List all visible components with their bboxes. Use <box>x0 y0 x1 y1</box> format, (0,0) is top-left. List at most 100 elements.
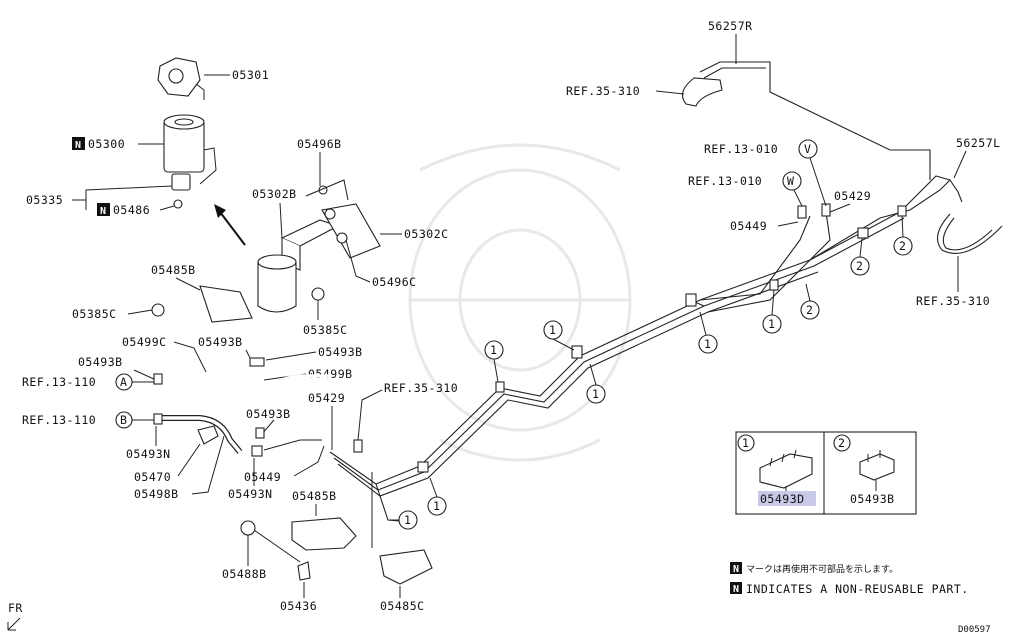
callout-2 <box>850 237 870 276</box>
mounting-bracket-rear <box>379 549 433 585</box>
label-05493n-b: 05493N <box>228 487 273 501</box>
note-japanese: マークは再使用不可部品を示します。 <box>746 563 898 575</box>
front-arrow-icon <box>7 617 21 631</box>
highlight <box>758 491 816 506</box>
label-05493b-b: 05493B <box>318 345 363 359</box>
label-ref-35-310-top: REF.35-310 <box>566 84 640 98</box>
fuel-filter-cartridge <box>163 114 217 185</box>
svg-text:N: N <box>733 584 739 595</box>
label-ref-13-010-v: REF.13-010 <box>704 142 778 156</box>
label-05485b-bot: 05485B <box>292 489 337 503</box>
svg-text:1: 1 <box>704 337 711 351</box>
label-05436: 05436 <box>280 599 317 613</box>
svg-text:V: V <box>804 142 811 156</box>
label-ref-13-110-a: REF.13-110 <box>22 375 96 389</box>
svg-text:1: 1 <box>490 343 497 357</box>
label-05449-mid: 05449 <box>244 470 281 484</box>
label-05499c: 05499C <box>122 335 167 349</box>
label-05486: 05486 <box>113 203 150 217</box>
svg-text:B: B <box>120 413 127 427</box>
label-ref-35-310-mid: REF.35-310 <box>384 381 458 395</box>
callout-1 <box>390 510 418 530</box>
clip-05493d-icon <box>759 449 813 489</box>
label-56257r: 56257R <box>708 19 753 33</box>
label-05429-right: 05429 <box>834 189 871 203</box>
label-05488b: 05488B <box>222 567 267 581</box>
svg-text:N: N <box>733 564 739 575</box>
clip-legend-box: 1 05493D 2 05493B <box>735 431 917 515</box>
label-05301: 05301 <box>232 68 269 82</box>
svg-text:2: 2 <box>806 303 813 317</box>
label-05493b-d: 05493B <box>246 407 291 421</box>
svg-text:2: 2 <box>899 239 906 253</box>
label-05499b: 05499B <box>308 367 353 381</box>
non-reusable-marker <box>97 203 110 216</box>
return-line-top <box>681 61 931 180</box>
callout-1 <box>484 340 504 383</box>
callout-1 <box>543 320 575 351</box>
svg-text:N: N <box>75 140 81 151</box>
mounting-bracket-lower <box>291 517 357 551</box>
direction-arrow <box>214 204 246 246</box>
callout-2 <box>893 215 913 256</box>
label-05470: 05470 <box>134 470 171 484</box>
label-05493b-a: 05493B <box>198 335 243 349</box>
label-05449-right: 05449 <box>730 219 767 233</box>
grommet <box>240 520 256 536</box>
label-ref-35-310-right: REF.35-310 <box>916 294 990 308</box>
label-ref-13-110-b: REF.13-110 <box>22 413 96 427</box>
label-fr: FR <box>8 601 23 615</box>
diagram-code: D00597 <box>958 625 991 635</box>
filter-bracket <box>280 203 381 271</box>
callout-2 <box>800 283 820 320</box>
label-05300: 05300 <box>88 137 125 151</box>
hose-ref-35-310-right <box>936 213 1003 254</box>
callout-1 <box>698 311 718 354</box>
water-sensor <box>171 173 191 209</box>
label-05429-mid: 05429 <box>308 391 345 405</box>
watermark-emblem <box>408 143 632 462</box>
label-05485c: 05485C <box>380 599 425 613</box>
svg-text:1: 1 <box>592 387 599 401</box>
svg-text:1: 1 <box>549 323 556 337</box>
non-reusable-marker <box>72 137 85 150</box>
callout-1 <box>762 289 782 334</box>
legend-item2-part: 05493B <box>850 492 895 506</box>
label-05496b: 05496B <box>297 137 342 151</box>
svg-text:W: W <box>787 174 794 188</box>
svg-text:1: 1 <box>404 513 411 527</box>
svg-text:1: 1 <box>433 499 440 513</box>
svg-text:N: N <box>100 206 106 217</box>
label-ref-13-010-w: REF.13-010 <box>688 174 762 188</box>
callout-1 <box>427 477 447 516</box>
label-05335: 05335 <box>26 193 63 207</box>
fuel-filter-head <box>157 57 205 100</box>
filter-housing <box>257 254 297 313</box>
callout-1 <box>586 363 606 404</box>
svg-text:2: 2 <box>856 259 863 273</box>
svg-text:1: 1 <box>768 317 775 331</box>
label-05385c-right: 05385C <box>303 323 348 337</box>
callout-v <box>798 139 818 159</box>
label-05302b: 05302B <box>252 187 297 201</box>
label-05302c: 05302C <box>404 227 449 241</box>
note-english: INDICATES A NON-REUSABLE PART. <box>746 582 969 596</box>
label-05385c-left: 05385C <box>72 307 117 321</box>
legend-item2-num: 2 <box>838 436 845 450</box>
fuel-hose-upper <box>153 357 330 421</box>
label-05493b-c: 05493B <box>78 355 123 369</box>
non-reusable-marker <box>730 582 742 594</box>
label-56257l: 56257L <box>956 136 1001 150</box>
legend-item1-part: 05493D <box>760 492 805 506</box>
callout-w <box>782 171 802 191</box>
legend-item1-num: 1 <box>742 436 749 450</box>
non-reusable-marker <box>730 562 742 574</box>
label-05485b-top: 05485B <box>151 263 196 277</box>
clip-05493b-icon <box>859 450 895 481</box>
clip-05470 <box>197 425 219 445</box>
label-05493n-a: 05493N <box>126 447 171 461</box>
fuel-line-bundle <box>329 175 963 523</box>
label-05498b: 05498B <box>134 487 179 501</box>
